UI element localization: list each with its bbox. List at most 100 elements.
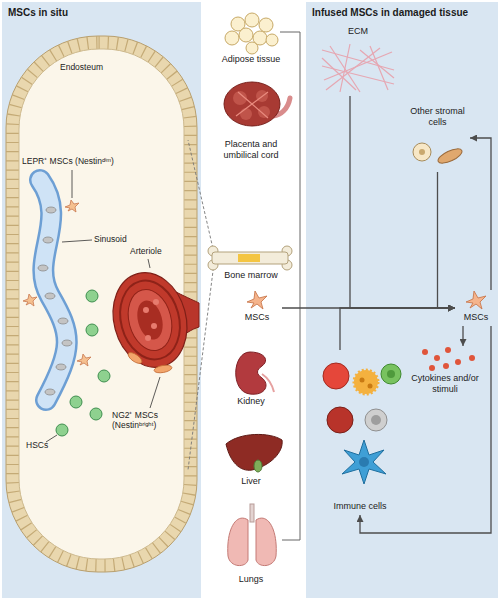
bone-icon xyxy=(212,252,288,264)
msc-node: MSCs xyxy=(232,290,282,326)
cytokine-dot xyxy=(429,365,435,371)
placenta-icon xyxy=(240,108,252,120)
node-label: Liver xyxy=(209,476,293,487)
ng2-msc-cell xyxy=(126,351,172,374)
panel: MSCs in situ xyxy=(2,2,201,598)
bone-marrow-section xyxy=(6,36,197,572)
hsc-cell xyxy=(86,324,98,336)
cytokine-dot xyxy=(445,347,451,353)
immune-cell xyxy=(381,364,401,384)
panel: ECM Other stromal cellsMSCsCytokines and/… xyxy=(306,2,498,598)
red-blood-cell xyxy=(46,207,56,213)
arteriole xyxy=(122,285,179,356)
node-label: Cytokines and/or stimuli xyxy=(407,373,483,395)
liver-icon xyxy=(226,434,282,472)
hsc-cell xyxy=(98,370,110,382)
node-label: ECM xyxy=(320,26,396,37)
cytokine-dot xyxy=(422,349,428,355)
cell-group: Other stromal cells xyxy=(405,104,470,172)
bone-icon xyxy=(238,254,260,262)
red-blood-cell xyxy=(45,293,55,299)
label-box: Sinusoid xyxy=(94,234,144,244)
hsc-cell xyxy=(90,408,102,420)
immune-cell xyxy=(323,363,401,484)
source-bracket xyxy=(280,32,300,540)
adipose-icon xyxy=(239,28,253,42)
sinusoid xyxy=(40,180,67,400)
tissue-source: Adipose tissue xyxy=(207,12,295,68)
arteriole xyxy=(145,335,151,341)
panel-title: MSCs in situ xyxy=(8,7,195,19)
immune-cell xyxy=(354,370,378,394)
msc-node: MSCs xyxy=(455,290,497,326)
tissue-source: Kidney xyxy=(207,348,295,410)
immune-cell xyxy=(371,415,381,425)
leader-line xyxy=(148,259,150,268)
stromal-cell xyxy=(413,143,464,166)
zoom-line xyxy=(188,263,214,470)
cell-group: Immune cells xyxy=(318,350,402,515)
immune-cell xyxy=(387,370,395,378)
kidney-icon xyxy=(236,352,266,394)
part-label: Endosteum xyxy=(60,62,103,72)
flow-arrow xyxy=(340,308,455,350)
zoom-line xyxy=(188,140,214,253)
flow-arrow xyxy=(470,138,491,290)
immune-cell xyxy=(323,363,349,389)
lepr-msc-cell xyxy=(23,294,37,306)
bone-marrow-section xyxy=(6,36,197,572)
tissue-source: Liver xyxy=(207,430,295,490)
flow-arrow xyxy=(462,326,463,346)
cytokine-dot xyxy=(434,355,440,361)
bone-icon xyxy=(208,246,292,270)
adipose-icon xyxy=(259,18,273,32)
red-blood-cell xyxy=(38,265,48,271)
node-label: Placenta and umbilical cord xyxy=(209,139,293,161)
label-box: LEPR⁺ MSCs (Nestinᵈⁱᵐ) xyxy=(22,156,157,166)
node-label: Kidney xyxy=(209,396,293,407)
arteriole xyxy=(153,299,159,305)
arteriole xyxy=(151,323,157,329)
matrix-group: ECM xyxy=(318,24,398,96)
ecm-fibre xyxy=(322,50,394,70)
lepr-msc-cell xyxy=(23,200,91,366)
red-blood-cell xyxy=(56,364,66,370)
panel-background xyxy=(306,2,498,598)
bone-marrow-section xyxy=(13,43,191,566)
part-label: NG2⁺ MSCs (Nestinᵇʳⁱᵍʰᵗ) xyxy=(112,410,158,430)
hsc-cell xyxy=(56,424,68,436)
stromal-cell xyxy=(419,149,425,155)
immune-cell xyxy=(342,440,386,484)
immune-cell xyxy=(327,407,353,433)
part-label: HSCs xyxy=(26,440,48,450)
red-blood-cell xyxy=(43,237,53,243)
immune-cell xyxy=(359,457,369,467)
red-blood-cell xyxy=(58,318,68,324)
msc-cell xyxy=(247,291,267,309)
kidney-icon xyxy=(262,374,274,392)
hsc-cell xyxy=(56,290,110,436)
part-label: Sinusoid xyxy=(94,234,127,244)
node-label: Immune cells xyxy=(320,501,400,512)
node-label: Adipose tissue xyxy=(209,54,293,65)
part-label: LEPR⁺ MSCs (Nestinᵈⁱᵐ) xyxy=(22,156,114,166)
liver-icon xyxy=(254,460,262,472)
panel-title: Infused MSCs in damaged tissue xyxy=(312,7,492,19)
hsc-cell xyxy=(70,396,82,408)
flow-arrow xyxy=(438,172,456,308)
leader-line xyxy=(62,240,92,242)
cytokine-dot xyxy=(455,359,461,365)
lungs-icon xyxy=(228,518,248,565)
lepr-msc-cell xyxy=(77,354,91,366)
adipose-icon xyxy=(246,42,258,54)
ecm-fibre xyxy=(360,50,394,78)
msc-cell xyxy=(466,291,486,309)
ng2-msc-cell xyxy=(154,364,173,374)
red-blood-cell xyxy=(62,340,72,346)
node-label: Lungs xyxy=(209,574,293,585)
arteriole xyxy=(133,298,167,343)
stromal-cell xyxy=(413,143,431,161)
node-label: Other stromal cells xyxy=(407,106,468,128)
